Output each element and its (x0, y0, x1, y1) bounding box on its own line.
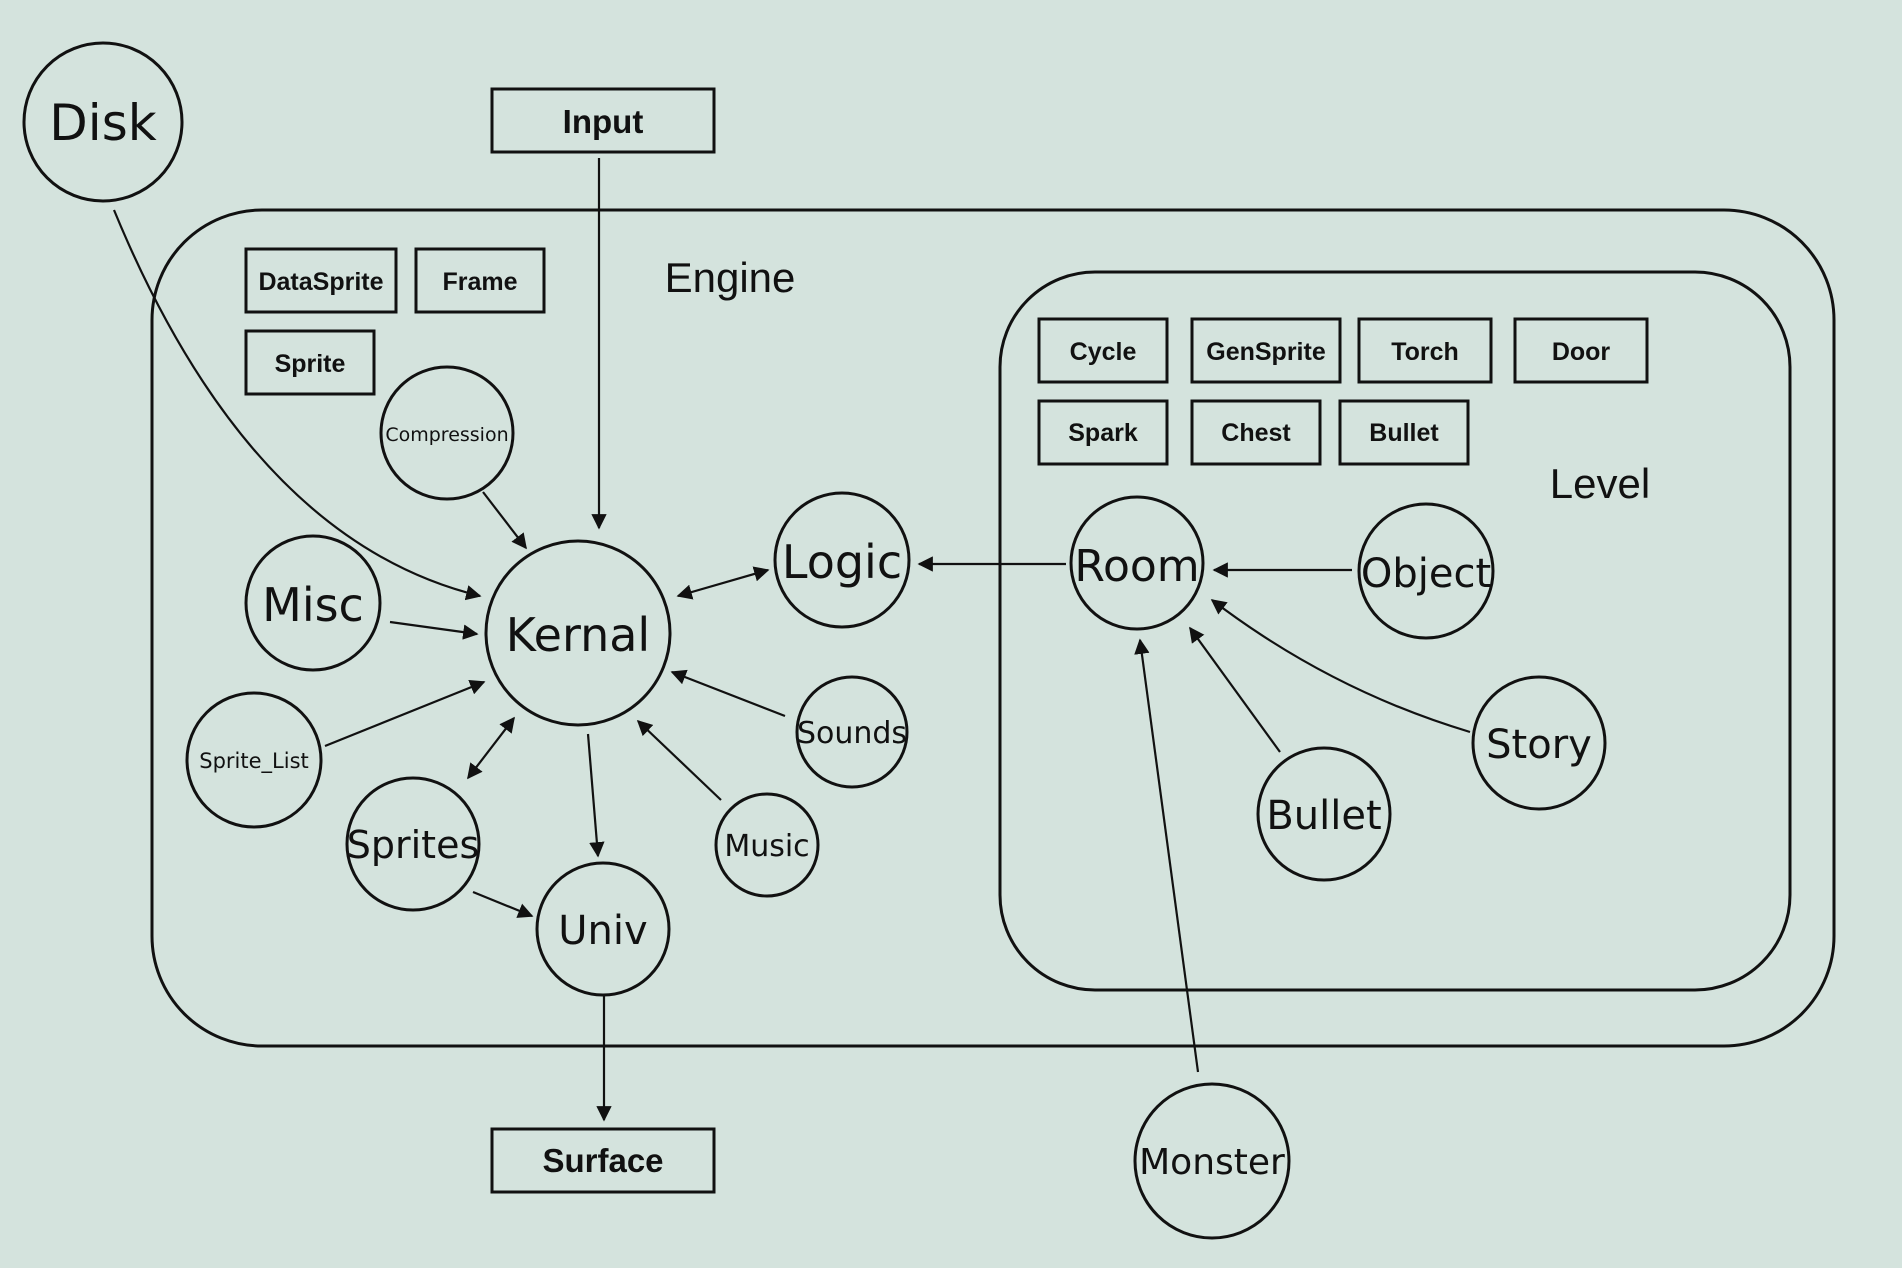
box-gensprite: GenSprite (1190, 317, 1342, 384)
edge-sounds-kernal (670, 669, 786, 718)
box-spark: Spark (1037, 399, 1169, 466)
node-music: Music (714, 792, 820, 898)
node-misc-label: Misc (262, 578, 364, 632)
node-monster-label: Monster (1139, 1142, 1285, 1183)
node-misc: Misc (244, 534, 382, 672)
level-label: Level (1550, 460, 1650, 507)
box-torch-label: Torch (1391, 338, 1459, 366)
node-compression-label: Compression (385, 424, 508, 446)
edge-kernal-univ (586, 733, 605, 858)
box-frame-label: Frame (442, 268, 517, 296)
node-room-label: Room (1074, 541, 1199, 592)
box-datasprite-label: DataSprite (258, 268, 383, 296)
node-sprites: Sprites (345, 776, 481, 912)
edge-kernal-logic (676, 566, 770, 600)
edges (112, 158, 1471, 1122)
node-object-label: Object (1361, 551, 1491, 597)
node-logic: Logic (773, 491, 911, 629)
box-torch: Torch (1357, 317, 1493, 384)
edge-story-room (1210, 599, 1471, 734)
node-disk: Disk (22, 41, 184, 203)
node-sprites-label: Sprites (347, 823, 480, 867)
box-chest: Chest (1190, 399, 1322, 466)
edge-monster-room (1134, 638, 1200, 1073)
node-disk-label: Disk (49, 94, 156, 152)
node-music-label: Music (724, 829, 809, 864)
node-sounds-label: Sounds (797, 716, 907, 751)
box-sprite: Sprite (244, 329, 376, 396)
node-sounds: Sounds (795, 675, 909, 789)
level-container: Level (998, 270, 1792, 992)
node-kernal: Kernal (484, 539, 672, 727)
box-door: Door (1513, 317, 1649, 384)
box-spark-label: Spark (1068, 419, 1138, 447)
edge-compression-kernal (482, 491, 527, 550)
box-sprite-label: Sprite (275, 350, 346, 378)
box-bullet-label: Bullet (1369, 419, 1439, 447)
node-room: Room (1069, 495, 1205, 631)
engine-label: Engine (665, 254, 796, 301)
box-frame: Frame (414, 247, 546, 314)
node-bullet-label: Bullet (1266, 793, 1381, 839)
box-cycle: Cycle (1037, 317, 1169, 384)
node-story: Story (1471, 675, 1607, 811)
box-surface: Surface (490, 1127, 716, 1194)
engine-container: Engine (150, 208, 1836, 1048)
node-sprite-list: Sprite_List (185, 691, 323, 829)
box-input: Input (490, 87, 716, 154)
box-input-label: Input (563, 103, 644, 140)
edge-music-kernal (636, 719, 722, 801)
box-bullet: Bullet (1338, 399, 1470, 466)
edge-misc-kernal (389, 620, 479, 640)
box-surface-label: Surface (542, 1142, 663, 1179)
node-bullet: Bullet (1256, 746, 1392, 882)
edge-spritelist-kernal (324, 680, 486, 748)
box-door-label: Door (1552, 338, 1611, 366)
edge-disk-kernal (112, 209, 482, 601)
node-object: Object (1357, 502, 1495, 640)
node-compression: Compression (379, 365, 515, 501)
node-monster: Monster (1133, 1082, 1291, 1240)
node-sprite-list-label: Sprite_List (199, 749, 309, 774)
box-cycle-label: Cycle (1070, 338, 1137, 366)
node-univ: Univ (535, 861, 671, 997)
box-chest-label: Chest (1221, 419, 1291, 447)
node-story-label: Story (1486, 722, 1592, 768)
node-logic-label: Logic (782, 535, 902, 589)
box-datasprite: DataSprite (244, 247, 398, 314)
box-gensprite-label: GenSprite (1206, 338, 1326, 366)
edge-bullet-room (1189, 626, 1281, 753)
edge-sprites-univ (472, 890, 534, 918)
node-univ-label: Univ (558, 908, 647, 954)
node-kernal-label: Kernal (506, 608, 650, 662)
edge-sprites-kernal (467, 716, 515, 780)
